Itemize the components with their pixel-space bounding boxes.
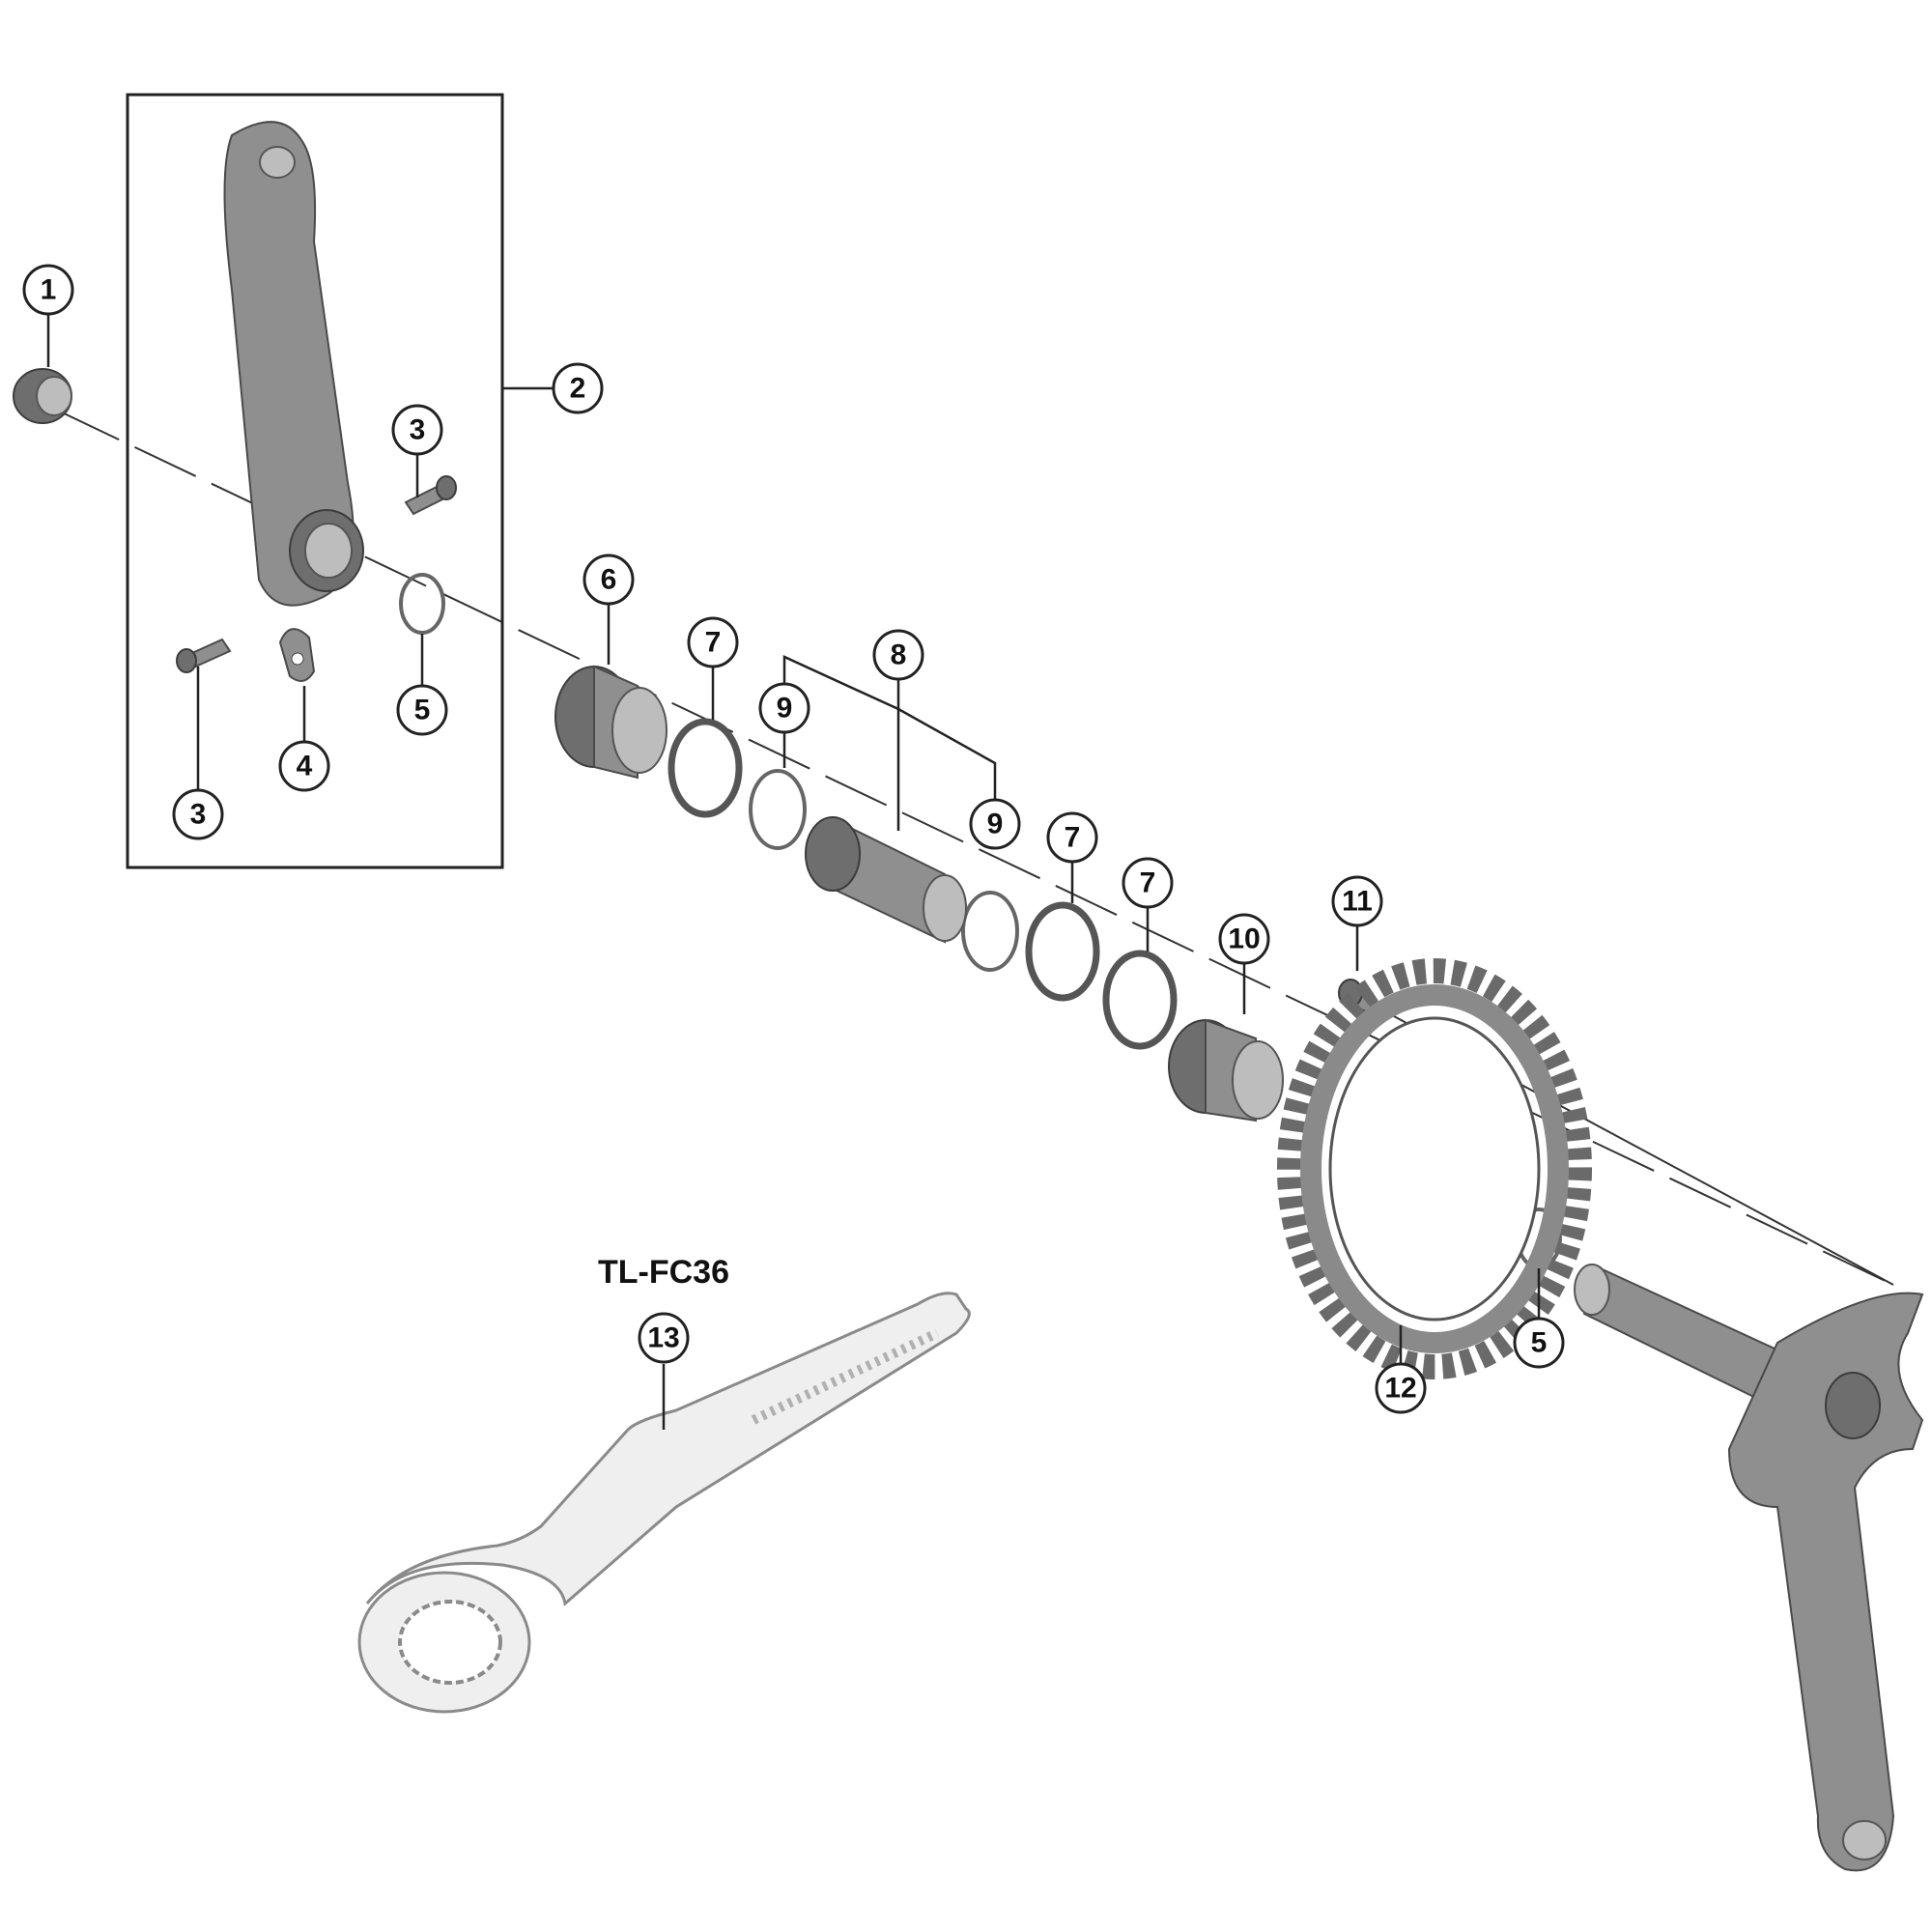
callout-2-label: 2 (570, 373, 586, 405)
left-crank-arm-part (223, 121, 364, 607)
callout-4: 4 (278, 740, 330, 792)
callout-10: 10 (1218, 913, 1270, 965)
callout-7-third-label: 7 (1140, 867, 1156, 899)
callout-9-left-label: 9 (777, 693, 793, 724)
o-ring-left-part (399, 573, 445, 635)
pinch-bolt-lower-part (176, 638, 232, 673)
left-bb-cup-part (554, 665, 668, 780)
callout-13-label: 13 (647, 1322, 679, 1354)
callout-1-label: 1 (41, 274, 57, 306)
callout-9-left: 9 (758, 682, 810, 734)
callout-2: 2 (552, 362, 604, 414)
tool-model-label: TL-FC36 (598, 1254, 729, 1291)
callout-7-second: 7 (1046, 811, 1098, 864)
safety-plate-part (278, 628, 316, 682)
chainring-part (1277, 958, 1592, 1379)
callout-10-label: 10 (1228, 923, 1260, 955)
callout-12-label: 12 (1384, 1373, 1416, 1405)
callout-7-first-label: 7 (705, 627, 722, 659)
callout-3-upper: 3 (391, 404, 443, 456)
callout-3-upper-label: 3 (410, 414, 426, 446)
right-crank-arm-part (1574, 1264, 1924, 1872)
callout-5-right: 5 (1513, 1317, 1565, 1369)
spacer-ring-2-part (1025, 901, 1100, 1002)
callout-5-left-label: 5 (414, 695, 431, 726)
callout-5-left: 5 (396, 684, 448, 736)
callout-11-label: 11 (1342, 886, 1373, 918)
callout-7-third: 7 (1122, 857, 1174, 909)
bb-wrench-tool (357, 1292, 971, 1714)
spacer-ring-3-part (1102, 950, 1178, 1050)
callout-6: 6 (582, 554, 635, 606)
seal-ring-left-part (749, 769, 807, 850)
crank-cap-part (13, 368, 72, 424)
pinch-bolt-upper-part (404, 475, 457, 516)
callout-8: 8 (872, 629, 924, 681)
callout-9-right: 9 (969, 798, 1021, 850)
callout-1: 1 (22, 264, 74, 316)
callout-12: 12 (1375, 1362, 1427, 1414)
inner-cover-sleeve-part (805, 816, 967, 944)
callout-7-first: 7 (687, 616, 739, 668)
callout-5-right-label: 5 (1531, 1327, 1548, 1359)
callout-11: 11 (1331, 875, 1383, 927)
callout-9-right-label: 9 (987, 809, 1004, 840)
callout-3-lower: 3 (172, 788, 224, 840)
callout-4-label: 4 (297, 751, 313, 782)
right-bb-cup-part (1168, 1018, 1284, 1122)
callout-8-label: 8 (891, 639, 907, 671)
callout-6-label: 6 (601, 564, 617, 596)
seal-ring-right-part (961, 891, 1019, 972)
left-crank-group-box (126, 93, 504, 869)
spacer-ring-1-part (668, 718, 743, 818)
callout-7-second-label: 7 (1065, 822, 1081, 854)
callout-13: 13 (638, 1312, 690, 1364)
callout-3-lower-label: 3 (190, 799, 207, 831)
